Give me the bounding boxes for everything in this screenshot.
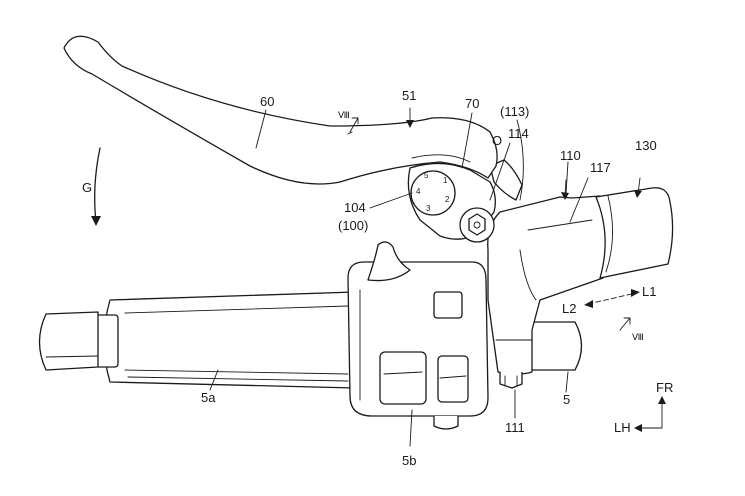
- reference-labels: 60 51 70 (113) 114 O 110 117 130 G 104 (…: [82, 88, 673, 468]
- label-51: 51: [402, 88, 416, 103]
- label-130: 130: [635, 138, 657, 153]
- arrow-G: [94, 147, 101, 223]
- dial-mark-5: 5: [424, 171, 429, 180]
- label-117: 117: [590, 160, 611, 175]
- label-60: 60: [260, 94, 274, 109]
- arrow-viii-top: [349, 117, 359, 133]
- label-104: 104: [344, 200, 366, 215]
- arrow-L1-L2: [587, 292, 637, 305]
- label-114: 114: [508, 126, 529, 141]
- dial-mark-4: 4: [416, 187, 421, 196]
- label-LH: LH: [614, 420, 631, 435]
- label-O: O: [492, 133, 502, 148]
- switch-housing: [347, 241, 489, 430]
- label-111: 111: [505, 420, 525, 435]
- leader-lines: [209, 109, 589, 447]
- lever-blade: [63, 35, 498, 185]
- label-L1: L1: [642, 284, 656, 299]
- label-5: 5: [563, 392, 570, 407]
- label-viii-right: Ⅷ: [632, 332, 644, 342]
- label-L2: L2: [562, 301, 576, 316]
- label-G: G: [82, 180, 92, 195]
- label-5a: 5a: [201, 390, 216, 405]
- arrows: [91, 107, 666, 432]
- label-FR: FR: [656, 380, 673, 395]
- grip: [38, 291, 356, 389]
- dial-mark-3: 3: [426, 204, 431, 213]
- label-viii-top: Ⅷ: [338, 110, 350, 120]
- label-100: (100): [338, 218, 368, 233]
- label-70: 70: [465, 96, 479, 111]
- master-cylinder: [595, 187, 674, 279]
- arrow-viii-right: [619, 317, 631, 331]
- label-5b: 5b: [402, 453, 416, 468]
- label-113: (113): [500, 104, 529, 119]
- label-110: 110: [560, 148, 581, 163]
- dial-mark-2: 2: [445, 195, 450, 204]
- adjuster-dial: 1 2 3 4 5: [410, 170, 456, 216]
- dial-mark-1: 1: [443, 176, 448, 185]
